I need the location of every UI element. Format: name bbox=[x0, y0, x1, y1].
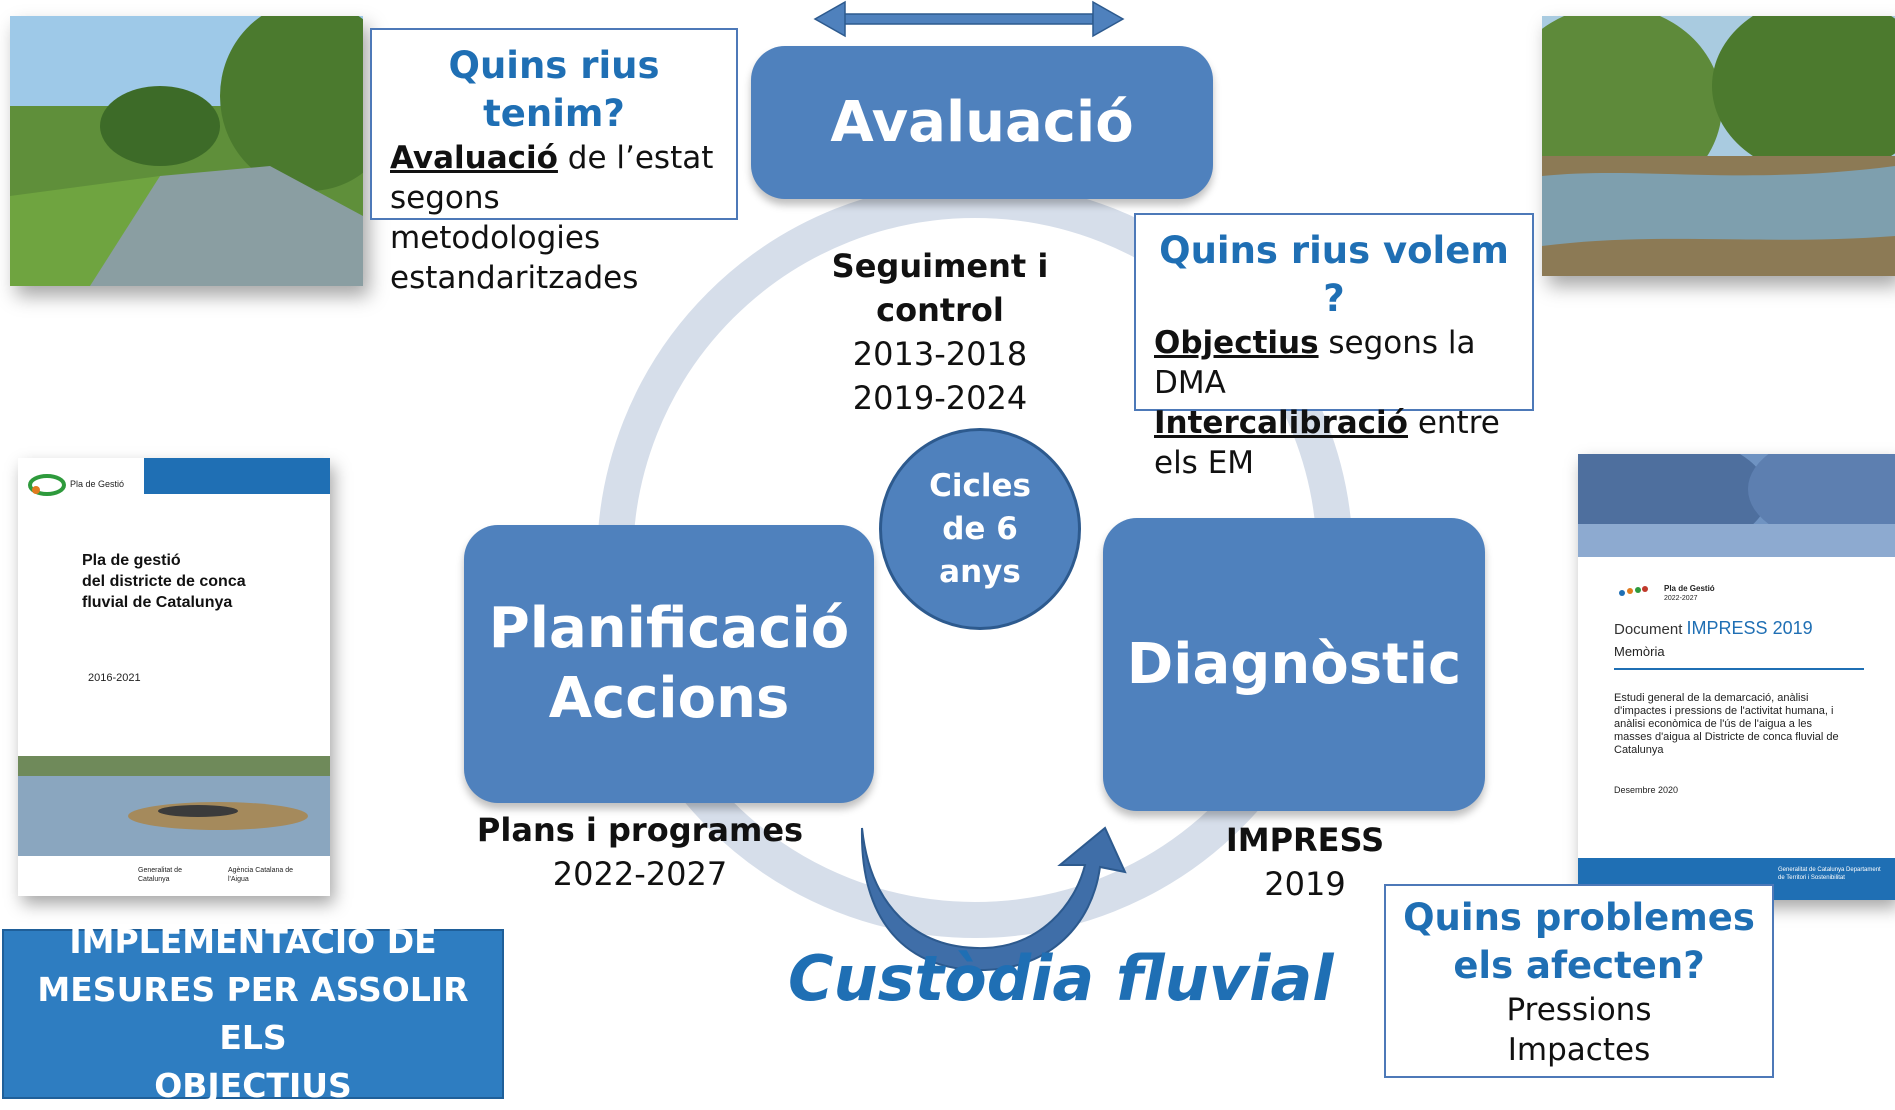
impress-footer-text: Generalitat de Catalunya Departament de … bbox=[1778, 867, 1881, 881]
double-arrow-icon bbox=[813, 0, 1125, 38]
impress-logo-years: 2022-2027 bbox=[1664, 595, 1698, 602]
problems-title: Quins problemes els afecten? bbox=[1403, 896, 1755, 987]
doc-title-line-1: Pla de gestió bbox=[82, 552, 181, 569]
objectives-line-2: Intercalibració entre els EM bbox=[1154, 403, 1514, 483]
cycle-line-2: de 6 bbox=[942, 510, 1018, 547]
doc-logo-text: Pla de Gestió bbox=[70, 479, 125, 489]
impress-title: Document IMPRESS 2019 bbox=[1614, 618, 1813, 640]
river-photo-top-left bbox=[10, 16, 363, 286]
caption-monitoring-period-1: 2013-2018 bbox=[852, 335, 1028, 373]
question-box-problems: Quins problemes els afecten? Pressions I… bbox=[1384, 884, 1774, 1078]
cycle-line-3: anys bbox=[939, 553, 1021, 590]
caption-impress-year: 2019 bbox=[1264, 865, 1346, 903]
problems-pressures: Pressions bbox=[1506, 992, 1652, 1028]
impress-logo-icon bbox=[1618, 584, 1648, 598]
question-title: Quins rius tenim? bbox=[448, 44, 660, 135]
river-stewardship-label: Custòdia fluvial bbox=[788, 942, 1334, 1015]
impress-memoria: Memòria bbox=[1614, 644, 1665, 659]
problems-impacts: Impactes bbox=[1507, 1032, 1651, 1068]
impress-description: Estudi general de la demarcació, anàlisi… bbox=[1614, 692, 1839, 756]
objectives-text-2: entre els EM bbox=[1154, 405, 1500, 481]
curved-arrow-icon bbox=[860, 826, 1127, 972]
caption-monitoring: Seguiment i control 2013-2018 2019-2024 bbox=[770, 244, 1110, 420]
impress-rule bbox=[1614, 668, 1864, 670]
stage-planning: Planificació Accions bbox=[464, 525, 874, 803]
doc-cover-photo bbox=[18, 756, 330, 856]
doc-footer-generalitat: Generalitat de Catalunya bbox=[138, 867, 182, 883]
question-box-objectives: Quins rius volem ? Objectius segons la D… bbox=[1134, 213, 1534, 481]
implementation-line-2: MESURES PER ASSOLIR ELS bbox=[37, 970, 469, 1057]
stage-planning-line-1: Planificació bbox=[488, 596, 850, 661]
implementation-line-1: IMPLEMENTACIÓ DE bbox=[69, 922, 437, 961]
document-management-plan: Pla de Gestió Pla de gestió del district… bbox=[18, 458, 330, 896]
stage-assessment: Avaluació bbox=[751, 46, 1213, 199]
cycle-line-1: Cicles bbox=[929, 467, 1031, 504]
objectives-line-1: Objectius segons la DMA bbox=[1154, 323, 1514, 403]
caption-monitoring-period-2: 2019-2024 bbox=[852, 379, 1028, 417]
stage-diagnosis-label: Diagnòstic bbox=[1126, 631, 1462, 697]
document-impress: Pla de Gestió 2022-2027 Document IMPRESS… bbox=[1578, 454, 1895, 900]
question-box-assessment: Quins rius tenim? Avaluació de l’estat s… bbox=[370, 28, 738, 296]
doc-title-line-3: fluvial de Catalunya bbox=[82, 594, 233, 611]
objectives-title: Quins rius volem ? bbox=[1159, 229, 1509, 320]
caption-impress-title: IMPRESS bbox=[1225, 821, 1385, 859]
caption-plans: Plans i programes 2022-2027 bbox=[470, 808, 810, 896]
implementation-line-3: OBJECTIUS bbox=[154, 1066, 352, 1105]
implementation-box: IMPLEMENTACIÓ DE MESURES PER ASSOLIR ELS… bbox=[2, 922, 504, 1105]
objectives-term-2: Intercalibració bbox=[1154, 405, 1408, 441]
stage-assessment-label: Avaluació bbox=[830, 89, 1134, 155]
pla-gestio-logo-icon bbox=[28, 472, 66, 498]
caption-plans-title: Plans i programes bbox=[476, 811, 804, 849]
doc-title: Pla de gestió del districte de conca flu… bbox=[82, 550, 322, 613]
impress-date: Desembre 2020 bbox=[1614, 785, 1679, 795]
impress-logo-text: Pla de Gestió bbox=[1664, 584, 1715, 593]
impress-cover-photo bbox=[1578, 454, 1895, 557]
question-text: de l’estat segons metodologies estandari… bbox=[390, 140, 714, 296]
caption-impress: IMPRESS 2019 bbox=[1180, 818, 1430, 906]
doc-header-bar bbox=[144, 458, 330, 494]
question-body: Avaluació de l’estat segons metodologies… bbox=[390, 138, 718, 298]
cycle-center-circle: Cicles de 6 anys bbox=[879, 428, 1081, 630]
river-photo-top-right bbox=[1542, 16, 1895, 276]
doc-years: 2016-2021 bbox=[88, 672, 141, 684]
caption-monitoring-title: Seguiment i control bbox=[831, 247, 1049, 329]
objectives-text-1: segons la DMA bbox=[1154, 325, 1476, 401]
doc-footer-aca: Agència Catalana de l'Aigua bbox=[228, 867, 293, 883]
impress-name: IMPRESS 2019 bbox=[1686, 618, 1813, 638]
caption-plans-years: 2022-2027 bbox=[552, 855, 728, 893]
stage-diagnosis: Diagnòstic bbox=[1103, 518, 1485, 811]
objectives-term-1: Objectius bbox=[1154, 325, 1319, 361]
doc-title-line-2: del districte de conca bbox=[82, 573, 246, 590]
impress-doc-word: Document bbox=[1614, 621, 1683, 638]
question-term: Avaluació bbox=[390, 140, 558, 176]
stage-planning-line-2: Accions bbox=[548, 666, 790, 731]
